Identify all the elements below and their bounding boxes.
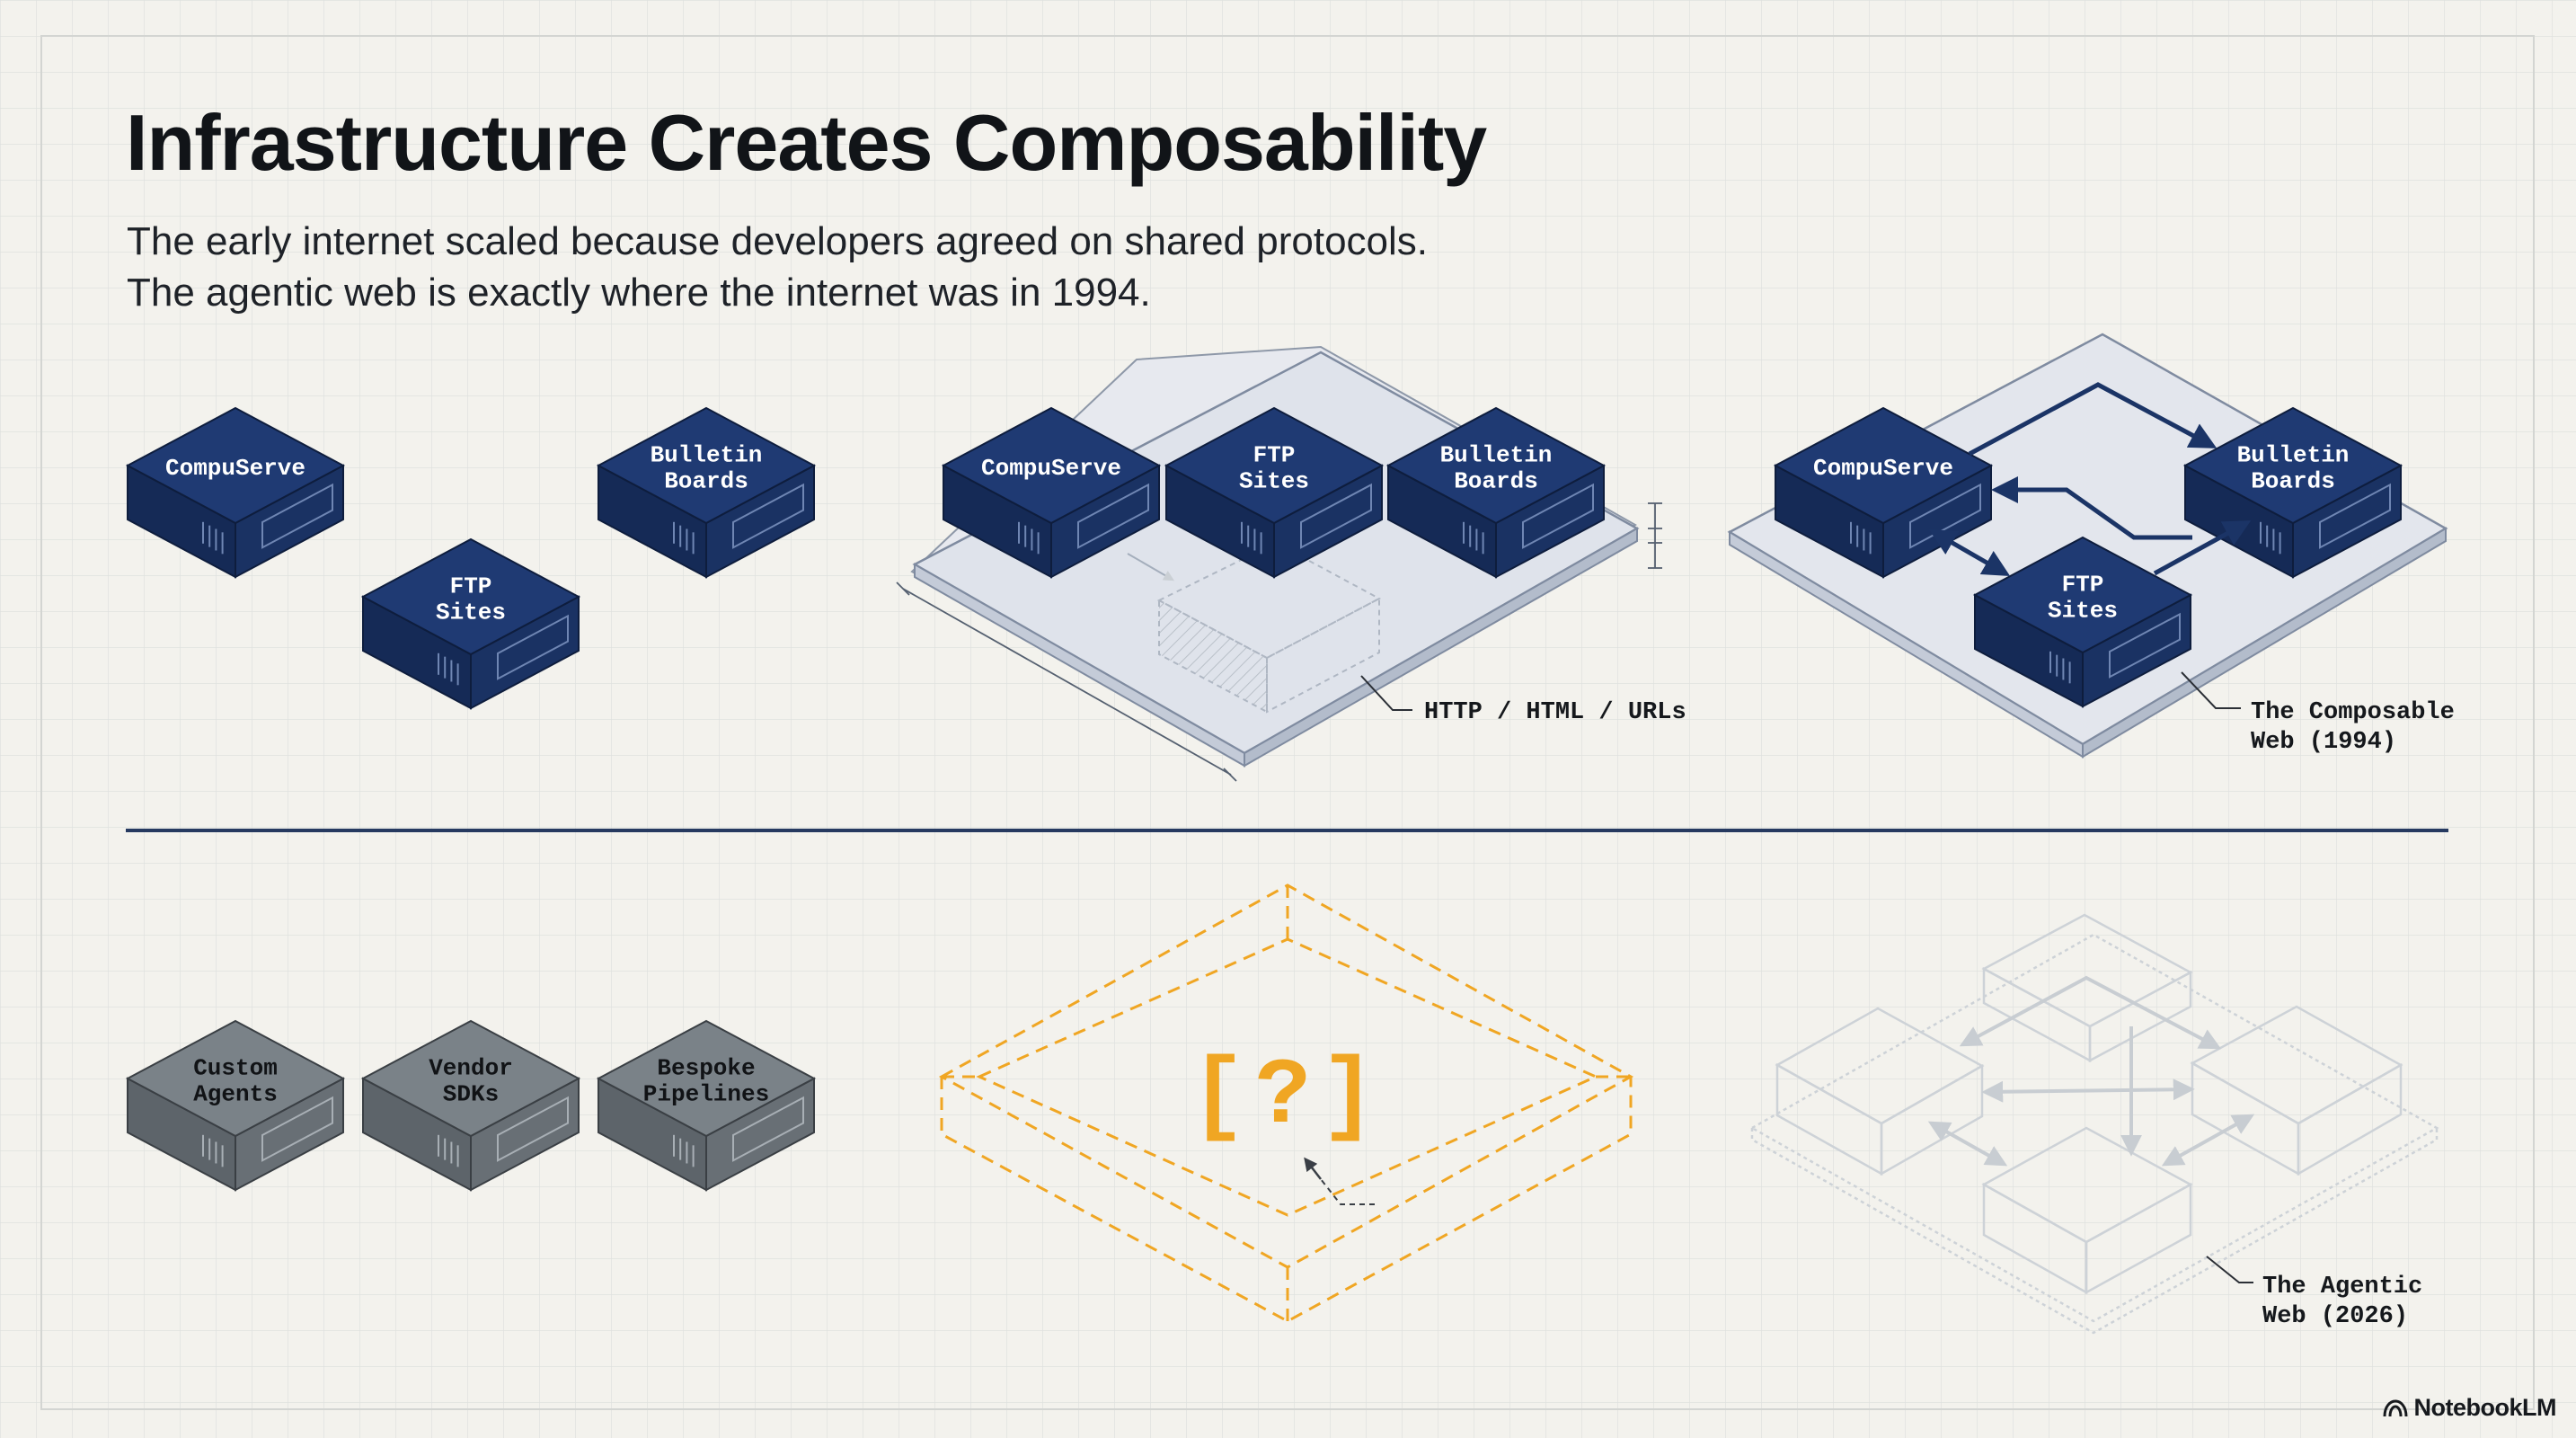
arrow-bbs-to-compuserve [1991,476,2192,540]
platform-plate-side-right [1244,527,1638,768]
composable-server-bulletin-boards-drive-bay [2319,483,2391,549]
composable-server-ftp-sites-label-line-1: FTP [2062,572,2104,599]
server-compuserve-label-line-1: CompuServe [165,455,305,482]
arrow-ftp-to-bbs [2153,520,2252,576]
page-subtitle: The early internet scaled because develo… [127,216,1428,318]
ghost-plate-top [1749,933,2439,1323]
composable-plate-side-right [2082,527,2447,759]
protocol-label: HTTP / HTML / URLs [1424,699,1686,726]
block-custom-agents-label-line-1: Custom [193,1055,278,1082]
subtitle-line-2: The agentic web is exactly where the int… [127,271,1151,315]
unknown-protocol-group [938,883,1634,1323]
composable-leader-line [2181,671,2241,709]
composable-server-bulletin-boards-label-line-1: Bulletin [2237,442,2350,469]
server-bulletin-boards-drive-bay [732,483,804,549]
block-custom-agents-drive-bay [261,1096,333,1162]
server-compuserve-drive-bay [261,483,333,549]
composable-server-ftp-sites-top-face [1972,536,2193,654]
block-bespoke-pipelines-label-line-1: Bespoke [657,1055,755,1082]
platform-server-ftp-sites-label-line-1: FTP [1253,442,1296,469]
cursor-pointer-hint [1304,1157,1375,1205]
block-vendor-sdks-drive-bay [497,1096,569,1162]
notebooklm-branding: NotebookLM [2382,1394,2557,1422]
block-bespoke-pipelines-drive-bay [732,1096,804,1162]
block-vendor-sdks-label-line-1: Vendor [429,1055,513,1082]
block-custom-agents-label-line-2: Agents [193,1081,278,1108]
protocol-leader-line [1360,675,1412,711]
frame-border [40,35,2535,1410]
composable-server-bulletin-boards-top-face [2182,406,2403,525]
block-vendor-sdks-label-line-2: SDKs [443,1081,499,1108]
composable-connections [1928,382,2252,576]
agentic-leader-line [2206,1256,2253,1283]
platform-server-bulletin-boards-label-line-1: Bulletin [1440,442,1553,469]
platform-server-compuserve-label-line-1: CompuServe [981,455,1121,482]
composable-server-compuserve-top-face [1773,406,1994,525]
ghost-connections [1927,975,2255,1167]
agentic-web-ghost-group [1749,913,2439,1335]
composable-server-compuserve-drive-bay [1909,483,1981,549]
block-vendor-sdks-top-face [360,1019,581,1138]
ghost-plate-bottom [1750,1128,2439,1335]
platform-server-compuserve: CompuServe [941,406,1162,579]
notebooklm-wordmark: NotebookLM [2413,1394,2557,1421]
subtitle-line-1: The early internet scaled because develo… [127,219,1429,263]
platform-server-bulletin-boards-drive-bay [1522,483,1594,549]
platform-server-compuserve-top-face [941,406,1162,525]
server-ftp-sites-label-line-2: Sites [436,599,506,626]
notebooklm-logo-icon [2383,1398,2408,1416]
composable-label-line1: The Composable [2251,699,2455,726]
platform-server-ftp-sites-drive-bay [1300,483,1372,549]
server-bulletin-boards-label-line-1: Bulletin [651,442,763,469]
platform-server-compuserve-drive-bay [1077,483,1149,549]
server-bulletin-boards-top-face [596,406,817,525]
composable-server-ftp-sites-drive-bay [2109,612,2181,679]
dimension-lines [896,502,1662,782]
platform-server-ftp-sites-top-face [1164,406,1385,525]
server-bulletin-boards-label-line-2: Boards [664,468,748,495]
page-title: Infrastructure Creates Composability [126,98,1487,187]
agentic-label-line2: Web (2026) [2262,1303,2408,1330]
composable-label-line2: Web (1994) [2251,729,2396,756]
composable-server-bulletin-boards-label-line-2: Boards [2251,468,2335,495]
server-ftp-sites-drive-bay [497,614,569,680]
agentic-label-line1: The Agentic [2262,1274,2422,1300]
unknown-protocol-marker: [?] [1190,1044,1385,1150]
unknown-inner-top [976,937,1599,1217]
arrow-compuserve-ftp [1928,529,2011,576]
composable-server-ftp-sites-label-line-2: Sites [2048,598,2118,625]
composable-server-compuserve: CompuServe [1773,406,1994,579]
composable-server-compuserve-label-line-1: CompuServe [1813,455,1953,482]
server-ftp-sites-top-face [360,537,581,656]
platform-server-bulletin-boards-top-face [1385,406,1607,525]
ghost-box-left [1775,1007,1985,1176]
platform-server-ftp-sites-label-line-2: Sites [1239,468,1309,495]
server-ftp-sites-label-line-1: FTP [450,573,492,600]
ghost-server-outline [1127,541,1382,714]
block-custom-agents-top-face [125,1019,346,1138]
block-bespoke-pipelines-label-line-2: Pipelines [643,1081,769,1108]
block-bespoke-pipelines-top-face [596,1019,817,1138]
server-compuserve: CompuServe [125,406,346,579]
arrow-compuserve-to-bbs [1968,382,2217,457]
server-compuserve-top-face [125,406,346,525]
ghost-box-back [1981,913,2193,1063]
platform-server-bulletin-boards-label-line-2: Boards [1454,468,1538,495]
ghost-box-front [1981,1126,2193,1295]
